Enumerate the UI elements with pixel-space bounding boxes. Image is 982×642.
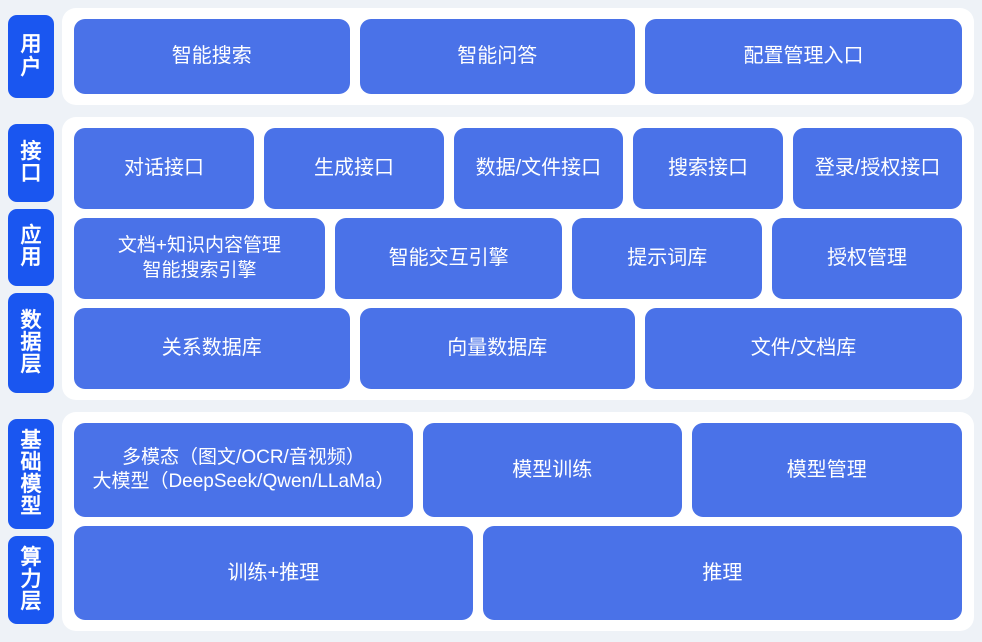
row-interface: 对话接口 生成接口 数据/文件接口 搜索接口 登录/授权接口 [74,128,962,209]
cell-training-plus-inference[interactable]: 训练+推理 [74,526,473,620]
cell-config-management-entry[interactable]: 配置管理入口 [645,19,963,94]
cell-file-document-store[interactable]: 文件/文档库 [645,308,963,389]
cell-dialog-api[interactable]: 对话接口 [74,128,254,209]
rail-tab-label: 数据层 [20,308,42,377]
rail-tab-user[interactable]: 用户 [8,15,54,98]
panel-platform: 对话接口 生成接口 数据/文件接口 搜索接口 登录/授权接口 文档+知识内容管理… [62,117,974,400]
cell-smart-search[interactable]: 智能搜索 [74,19,350,94]
cell-generation-api[interactable]: 生成接口 [263,128,444,209]
cell-login-auth-api[interactable]: 登录/授权接口 [793,128,962,209]
rail-users: 用户 [8,8,54,105]
row-base-model: 多模态（图文/OCR/音视频） 大模型（DeepSeek/Qwen/LLaMa）… [74,423,962,517]
cell-doc-knowledge-management[interactable]: 文档+知识内容管理 智能搜索引擎 [74,218,325,299]
row-compute: 训练+推理 推理 [74,526,962,620]
cell-smart-qa[interactable]: 智能问答 [359,19,635,94]
panel-infrastructure: 多模态（图文/OCR/音视频） 大模型（DeepSeek/Qwen/LLaMa）… [62,412,974,631]
rail-tab-label: 用户 [20,33,42,79]
rail-tab-compute-layer[interactable]: 算力层 [8,536,54,624]
cell-model-training[interactable]: 模型训练 [422,423,682,517]
cell-inference[interactable]: 推理 [482,526,962,620]
rail-tab-label: 基础模型 [20,428,42,519]
cell-data-file-api[interactable]: 数据/文件接口 [453,128,623,209]
cell-prompt-library[interactable]: 提示词库 [572,218,763,299]
rail-tab-interface[interactable]: 接口 [8,124,54,202]
cell-multimodal-large-model[interactable]: 多模态（图文/OCR/音视频） 大模型（DeepSeek/Qwen/LLaMa） [74,423,413,517]
cell-vector-database[interactable]: 向量数据库 [359,308,635,389]
cell-model-management[interactable]: 模型管理 [691,423,962,517]
cell-authorization-management[interactable]: 授权管理 [772,218,962,299]
band-infrastructure: 基础模型 算力层 多模态（图文/OCR/音视频） 大模型（DeepSeek/Qw… [8,412,974,631]
row-data: 关系数据库 向量数据库 文件/文档库 [74,308,963,389]
cell-search-api[interactable]: 搜索接口 [632,128,784,209]
rail-tab-label: 接口 [20,139,42,185]
rail-infrastructure: 基础模型 算力层 [8,412,54,631]
row-user-entries: 智能搜索 智能问答 配置管理入口 [74,19,963,94]
row-application: 文档+知识内容管理 智能搜索引擎 智能交互引擎 提示词库 授权管理 [74,218,962,299]
cell-smart-interaction-engine[interactable]: 智能交互引擎 [334,218,563,299]
band-platform: 接口 应用 数据层 对话接口 生成接口 数据/文件接口 搜索接口 登录/授权接口… [8,117,974,400]
panel-users: 智能搜索 智能问答 配置管理入口 [62,8,974,105]
rail-tab-data-layer[interactable]: 数据层 [8,293,54,393]
rail-tab-label: 算力层 [20,545,42,614]
rail-tab-application[interactable]: 应用 [8,208,54,287]
rail-platform: 接口 应用 数据层 [8,117,54,400]
band-users: 用户 智能搜索 智能问答 配置管理入口 [8,8,974,105]
cell-relational-database[interactable]: 关系数据库 [74,308,350,389]
rail-tab-base-model[interactable]: 基础模型 [8,419,54,530]
rail-tab-label: 应用 [20,224,42,270]
